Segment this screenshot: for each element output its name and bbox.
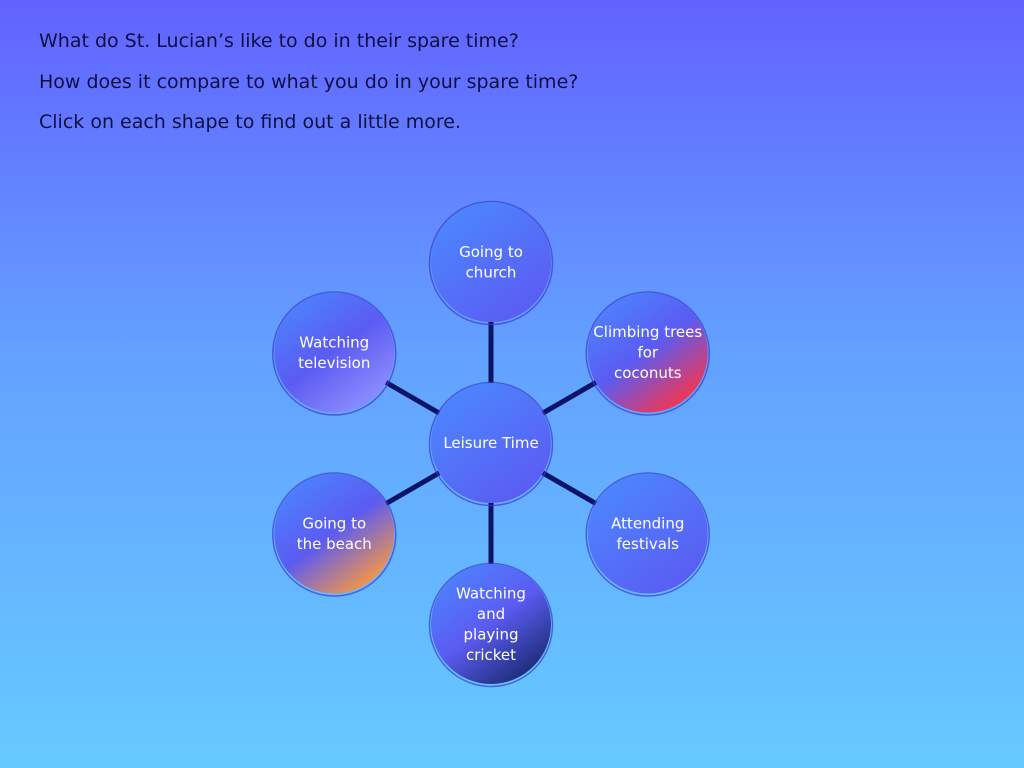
node-label-line: festivals [617,535,680,553]
node-label-line: Climbing trees [593,323,702,341]
node-rim [428,381,554,507]
node-label-line: television [298,354,370,372]
node-circle [274,292,395,413]
instruction-question-1: What do St. Lucian’s like to do in their… [39,30,519,52]
node-rim [428,200,554,326]
node-climbing-trees[interactable]: Climbing trees for coconuts [585,291,711,416]
node-circle [431,202,551,322]
node-label-line: Attending [611,514,684,532]
node-circle [431,564,551,684]
node-label-line: playing [464,625,519,643]
instruction-click-hint: Click on each shape to find out a little… [39,111,462,133]
node-label-line: coconuts [614,364,682,382]
node-rim [585,291,711,416]
node-cricket[interactable]: Watching and playing cricket [428,562,554,688]
node-going-to-beach[interactable]: Going to the beach [271,472,397,597]
node-label-line: cricket [466,646,516,664]
node-attending-festivals[interactable]: Attending festivals [585,472,711,597]
node-watching-television[interactable]: Watching television [271,291,397,416]
node-going-to-church[interactable]: Going to church [428,200,554,326]
instructions: What do St. Lucian’s like to do in their… [39,26,578,148]
node-label-line: Watching [299,333,369,351]
node-circle [587,473,708,594]
node-circle [587,292,708,413]
node-rim [271,291,397,416]
node-label-line: and [477,605,505,623]
node-label-line: for [637,344,658,362]
node-label-line: church [466,263,517,281]
node-rim [428,562,554,688]
node-rim [271,472,397,597]
center-leisure-time[interactable]: Leisure Time [428,381,554,507]
node-label-line: Going to [459,243,523,261]
node-rim [585,472,711,597]
instruction-question-2: How does it compare to what you do in yo… [39,70,579,93]
node-circle [431,383,551,503]
node-label-line: Watching [456,584,526,602]
node-label-line: Leisure Time [443,434,538,452]
node-label-line: the beach [297,535,372,553]
node-label-line: Going to [302,514,366,532]
node-circle [274,473,395,594]
